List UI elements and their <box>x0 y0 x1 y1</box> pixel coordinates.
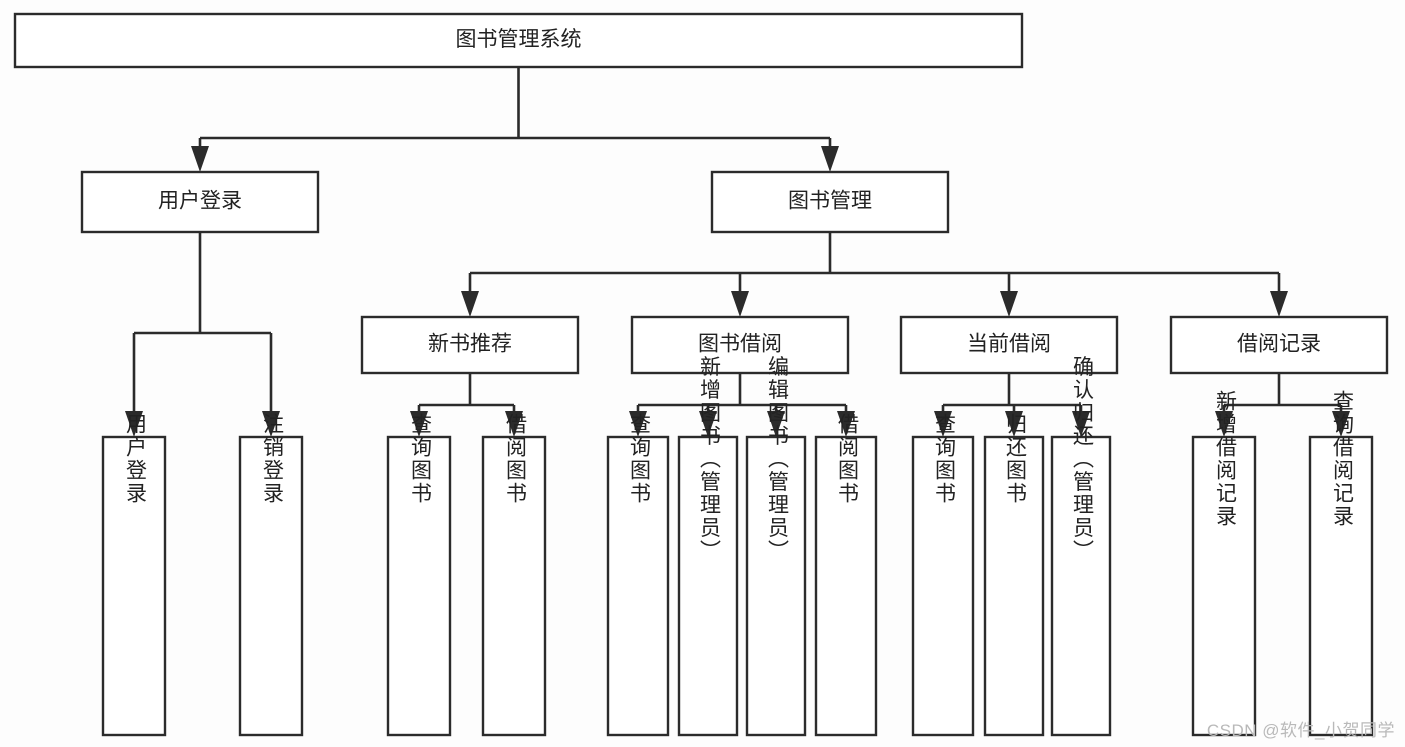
node-label: 确认归还（管理员） <box>1070 356 1094 563</box>
arrow-head-icon <box>1000 291 1018 317</box>
node-box <box>101 435 167 737</box>
node-label: 借阅记录 <box>1237 333 1321 356</box>
arrow-head-icon <box>1072 411 1090 437</box>
node-box <box>606 435 670 737</box>
node-label: 注销登录 <box>260 413 284 505</box>
node-label: 查询图书 <box>408 413 432 505</box>
node-leaf_8[interactable]: 借阅图书 <box>814 413 878 737</box>
arrow-head-icon <box>1270 291 1288 317</box>
node-box <box>80 170 320 234</box>
arrow-head-icon <box>262 411 280 437</box>
arrow-head-icon <box>699 411 717 437</box>
node-level1_a[interactable]: 用户登录 <box>80 170 320 234</box>
node-label: 查询图书 <box>627 413 651 505</box>
arrow-head-icon <box>629 411 647 437</box>
node-label: 图书管理系统 <box>456 28 582 51</box>
node-label: 新增借阅记录 <box>1213 390 1237 528</box>
node-label: 借阅图书 <box>503 413 527 505</box>
node-box <box>386 435 452 737</box>
node-leaf_13[interactable]: 查询借阅记录 <box>1308 390 1374 737</box>
node-level2_b[interactable]: 图书借阅 <box>630 315 850 375</box>
node-box <box>677 435 739 737</box>
node-leaf_3[interactable]: 查询图书 <box>386 413 452 737</box>
arrow-head-icon <box>731 291 749 317</box>
arrow-head-icon <box>461 291 479 317</box>
node-leaf_4[interactable]: 借阅图书 <box>481 413 547 737</box>
node-label: 图书借阅 <box>698 333 782 356</box>
node-leaf_5[interactable]: 查询图书 <box>606 413 670 737</box>
node-leaf_6[interactable]: 新增图书（管理员） <box>677 356 739 737</box>
watermark-credit: CSDN @软件_小贺同学 <box>1206 721 1395 740</box>
node-box <box>1191 435 1257 737</box>
node-box <box>899 315 1119 375</box>
node-root[interactable]: 图书管理系统 <box>13 12 1024 69</box>
node-box <box>1308 435 1374 737</box>
node-box <box>911 435 975 737</box>
node-level2_a[interactable]: 新书推荐 <box>360 315 580 375</box>
node-leaf_2[interactable]: 注销登录 <box>238 413 304 737</box>
arrow-head-icon <box>191 146 209 172</box>
node-label: 用户登录 <box>158 190 242 213</box>
node-label: 查询图书 <box>932 413 956 505</box>
node-label: 当前借阅 <box>967 333 1051 356</box>
arrow-head-icon <box>821 146 839 172</box>
node-leaf_12[interactable]: 新增借阅记录 <box>1191 390 1257 737</box>
node-level2_c[interactable]: 当前借阅 <box>899 315 1119 375</box>
node-box <box>983 435 1045 737</box>
node-layer: 图书管理系统用户登录图书管理新书推荐图书借阅当前借阅借阅记录用户登录注销登录查询… <box>13 12 1389 737</box>
node-leaf_7[interactable]: 编辑图书（管理员） <box>745 356 807 737</box>
arrow-head-icon <box>1005 411 1023 437</box>
arrow-head-icon <box>505 411 523 437</box>
node-label: 查询借阅记录 <box>1330 390 1354 528</box>
node-leaf_10[interactable]: 归还图书 <box>983 413 1045 737</box>
arrow-head-icon <box>767 411 785 437</box>
node-leaf_11[interactable]: 确认归还（管理员） <box>1050 356 1112 737</box>
arrow-head-icon <box>410 411 428 437</box>
node-box <box>481 435 547 737</box>
arrow-head-icon <box>1215 411 1233 437</box>
node-label: 图书管理 <box>788 190 872 213</box>
node-label: 用户登录 <box>123 413 147 505</box>
connector-layer <box>125 67 1350 437</box>
node-level2_d[interactable]: 借阅记录 <box>1169 315 1389 375</box>
arrow-head-icon <box>837 411 855 437</box>
arrow-head-icon <box>1332 411 1350 437</box>
node-box <box>238 435 304 737</box>
node-label: 编辑图书（管理员） <box>765 356 789 563</box>
node-box <box>710 170 950 234</box>
arrow-head-icon <box>934 411 952 437</box>
node-level1_b[interactable]: 图书管理 <box>710 170 950 234</box>
node-box <box>814 435 878 737</box>
node-label: 借阅图书 <box>835 413 859 505</box>
node-label: 新书推荐 <box>428 333 512 356</box>
node-label: 归还图书 <box>1003 413 1027 505</box>
node-box <box>360 315 580 375</box>
node-leaf_1[interactable]: 用户登录 <box>101 413 167 737</box>
node-box <box>1169 315 1389 375</box>
node-label: 新增图书（管理员） <box>697 356 721 563</box>
node-box <box>630 315 850 375</box>
node-leaf_9[interactable]: 查询图书 <box>911 413 975 737</box>
arrow-head-icon <box>125 411 143 437</box>
node-box <box>1050 435 1112 737</box>
node-box <box>13 12 1024 69</box>
node-box <box>745 435 807 737</box>
